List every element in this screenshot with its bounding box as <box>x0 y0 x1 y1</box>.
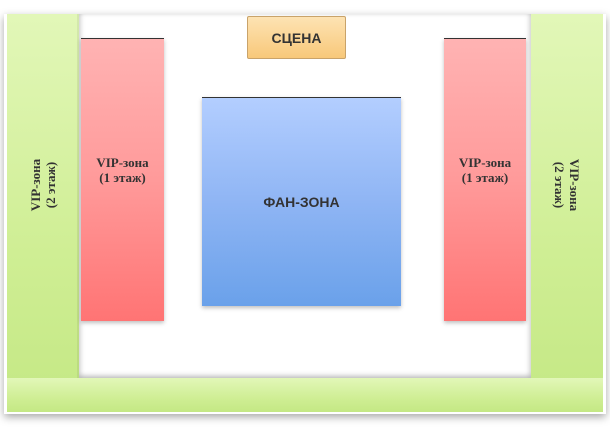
vip-floor2-left-label-line1: VIP-зона <box>28 158 43 212</box>
stage-zone[interactable]: СЦЕНА <box>247 16 346 59</box>
vip-floor2-left-zone[interactable] <box>7 14 79 412</box>
vip-floor1-right-label: VIP-зона (1 этаж) <box>444 155 526 185</box>
vip-floor1-right-zone[interactable]: VIP-зона (1 этаж) <box>444 38 526 321</box>
vip-floor2-right-label: VIP-зона (2 этаж) <box>547 95 587 275</box>
fan-zone-label: ФАН-ЗОНА <box>263 194 340 210</box>
vip-floor1-left-label-line1: VIP-зона <box>96 155 149 170</box>
vip-floor1-left-label-line2: (1 этаж) <box>99 170 146 185</box>
stage-label: СЦЕНА <box>271 29 322 46</box>
vip-floor1-left-label: VIP-зона (1 этаж) <box>81 155 164 185</box>
vip-floor1-right-label-line2: (1 этаж) <box>461 170 509 185</box>
vip-floor2-right-zone[interactable] <box>531 14 603 412</box>
vip-floor2-bottom-zone[interactable] <box>7 378 603 412</box>
fan-zone[interactable]: ФАН-ЗОНА <box>202 97 401 306</box>
vip-floor2-left-label: VIP-зона (2 этаж) <box>23 95 63 275</box>
vip-floor2-right-label-line1: VIP-зона <box>567 158 582 212</box>
vip-floor2-right-label-line2: (2 этаж) <box>552 161 567 209</box>
vip-floor1-right-label-line1: VIP-зона <box>458 155 512 170</box>
vip-floor1-left-zone[interactable]: VIP-зона (1 этаж) <box>81 38 164 321</box>
vip-floor2-left-label-line2: (2 этаж) <box>43 161 58 209</box>
